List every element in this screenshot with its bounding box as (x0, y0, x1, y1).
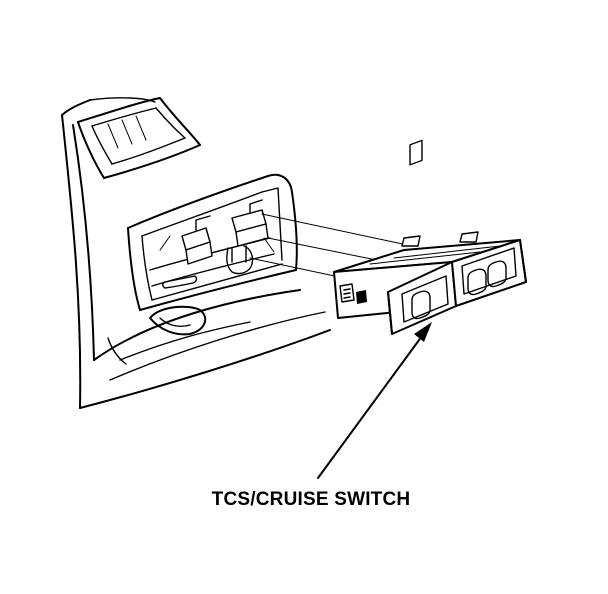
callout-label: TCS/CRUISE SWITCH (211, 489, 411, 510)
air-vent (77, 97, 201, 179)
harness-connectors (159, 199, 275, 275)
tcs-cruise-switch (333, 139, 527, 335)
dashboard-panel (61, 97, 331, 409)
callout-arrow (317, 322, 432, 479)
